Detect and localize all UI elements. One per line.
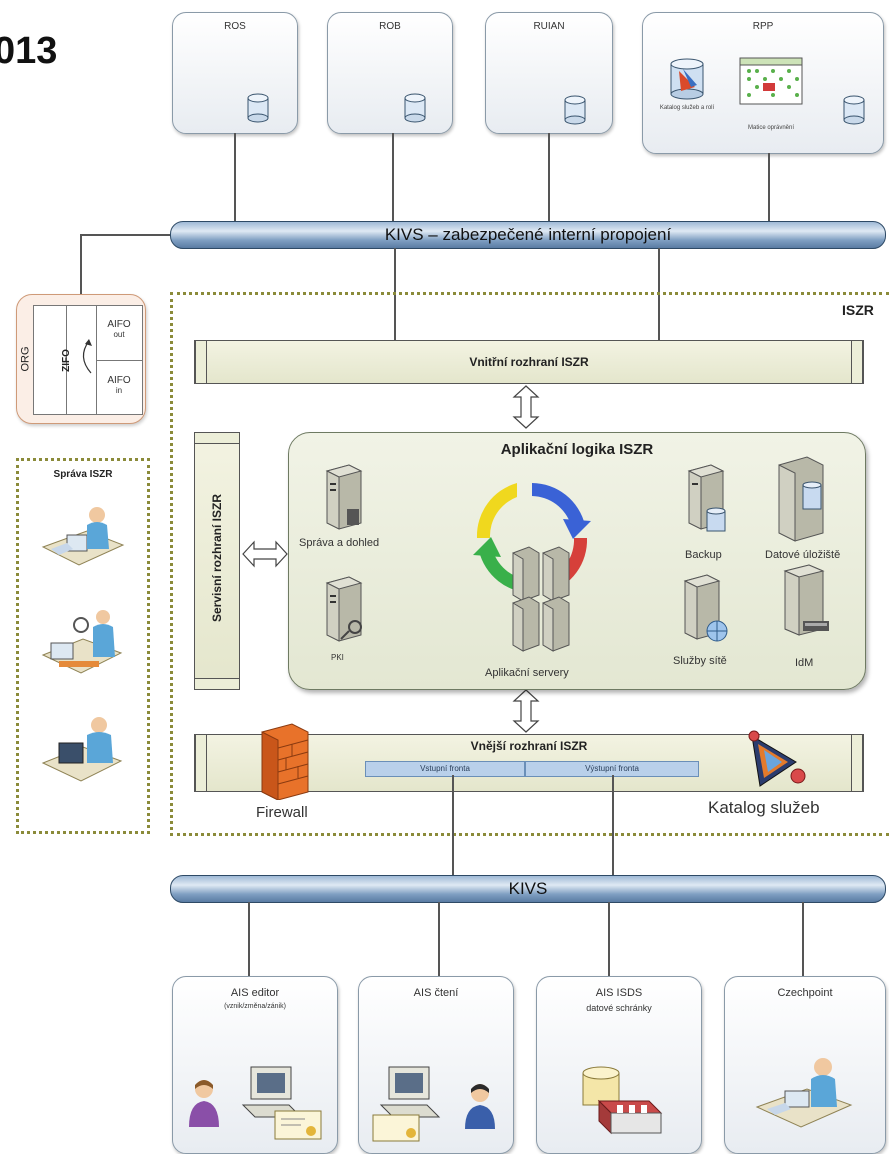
client-label-ais-isds: AIS ISDS — [595, 987, 643, 999]
database-icon — [843, 95, 865, 125]
aifo-out-line2: out — [113, 330, 125, 339]
org-inner — [33, 305, 143, 415]
connector-rob — [392, 133, 394, 222]
server-label-pki: PKI — [331, 653, 344, 662]
user-icon — [189, 1080, 219, 1127]
registry-ros-label: ROS — [224, 21, 246, 32]
client-ais-isds: AIS ISDS datové schránky — [536, 976, 702, 1154]
network-services-icon — [683, 574, 728, 642]
client-czechpoint: Czechpoint — [724, 976, 886, 1154]
queue-out-label: Výstupní fronta — [585, 764, 639, 773]
org-label: ORG — [19, 346, 32, 372]
pki-server-icon — [325, 576, 363, 642]
server-label-backup: Backup — [685, 549, 722, 561]
org-box: ORG ZIFO AIFO out AIFO in — [16, 294, 146, 424]
sprava-iszr-box: Správa ISZR — [16, 458, 150, 834]
horizontal-double-arrow-icon — [242, 540, 288, 568]
database-icon — [247, 93, 269, 123]
queue-in: Vstupní fronta — [365, 761, 525, 777]
catalog-database-icon — [670, 58, 704, 100]
application-servers-icon — [512, 546, 570, 652]
permission-matrix-icon — [739, 57, 803, 105]
client-label-ais-cteni: AIS čtení — [413, 987, 459, 999]
client-label-czechpoint: Czechpoint — [777, 987, 833, 999]
mailbox-database-icon — [582, 1066, 663, 1135]
connector-client-3 — [608, 902, 610, 976]
registry-rob-label: ROB — [379, 21, 401, 32]
firewall-icon — [261, 723, 309, 800]
workstation-certificate-icon — [372, 1066, 441, 1142]
analyst-workstation-icon — [41, 610, 123, 674]
client-ais-editor: AIS editor (vznik/změna/zánik) — [172, 976, 338, 1154]
registry-rob: ROB — [327, 12, 453, 134]
queue-in-label: Vstupní fronta — [420, 764, 470, 773]
rpp-matice-label: Matice oprávnění — [747, 125, 795, 131]
vnitrni-rozhrani-bar: Vnitřní rozhraní ISZR — [194, 340, 864, 384]
kivs-external-bus: KIVS — [170, 875, 886, 903]
client-sub-ais-editor: (vznik/změna/zánik) — [224, 1003, 286, 1010]
kivs-internal-bus: KIVS – zabezpečené interní propojení — [170, 221, 886, 249]
admin-workstation-icon — [41, 507, 125, 566]
sprava-iszr-title: Správa ISZR — [53, 469, 113, 480]
registry-ros: ROS — [172, 12, 298, 134]
connector-ros — [234, 133, 236, 222]
aifo-in-line2: in — [115, 386, 123, 395]
registry-ruian-label: RUIAN — [533, 21, 565, 32]
connector-vnejsi-kivs-1 — [452, 775, 454, 875]
connector-ruian — [548, 133, 550, 222]
idm-server-icon — [783, 564, 829, 636]
client-sub-ais-isds: datové schránky — [586, 1003, 652, 1013]
vertical-double-arrow-icon — [512, 385, 540, 429]
katalog-label: Katalog služeb — [708, 798, 820, 817]
registry-rpp: RPP Katalog služeb a rolí Matice oprávně… — [642, 12, 884, 154]
aifo-in-line1: AIFO — [107, 375, 131, 386]
aifo-in-label: AIFO in — [99, 375, 139, 395]
connector-org-v — [80, 234, 82, 294]
client-label-ais-editor: AIS editor — [230, 987, 280, 999]
server-label-monitoring: Správa a dohled — [299, 537, 380, 549]
user-icon — [465, 1084, 495, 1129]
registry-rpp-label: RPP — [752, 21, 774, 32]
client-ais-cteni: AIS čtení — [358, 976, 514, 1154]
iszr-label: ISZR — [842, 302, 874, 318]
backup-server-icon — [687, 464, 726, 532]
app-logic-title: Aplikační logika ISZR — [500, 441, 654, 458]
operator-workstation-icon — [41, 717, 123, 782]
workstation-certificate-icon — [241, 1066, 322, 1140]
connector-org-h — [80, 234, 170, 236]
connector-client-4 — [802, 902, 804, 976]
iszr-boundary — [170, 292, 889, 836]
office-workstation-icon — [755, 1058, 853, 1128]
servisni-rozhrani-bar: Servisní rozhraní ISZR — [194, 432, 240, 690]
server-label-network: Služby sítě — [673, 655, 727, 667]
app-logic-panel: Aplikační logika ISZR Správa a dohled PK… — [288, 432, 866, 690]
service-catalog-icon — [748, 730, 806, 787]
aifo-out-line1: AIFO — [107, 319, 131, 330]
server-label-application: Aplikační servery — [485, 667, 569, 679]
kivs-internal-bus-label: KIVS – zabezpečené interní propojení — [384, 225, 672, 244]
corner-text: 013 — [0, 30, 58, 72]
connector-vnejsi-kivs-2 — [612, 775, 614, 875]
vnejsi-rozhrani-label: Vnější rozhraní ISZR — [470, 739, 588, 753]
server-label-idm: IdM — [795, 657, 814, 669]
server-label-storage: Datové úložiště — [765, 549, 841, 561]
connector-client-1 — [248, 902, 250, 976]
database-icon — [404, 93, 426, 123]
zifo-label: ZIFO — [60, 349, 72, 372]
servisni-rozhrani-label: Servisní rozhraní ISZR — [210, 493, 224, 623]
database-icon — [564, 95, 586, 125]
connector-rpp — [768, 153, 770, 222]
curved-arrow-icon — [82, 339, 92, 374]
connector-client-2 — [438, 902, 440, 976]
registry-ruian: RUIAN — [485, 12, 613, 134]
vertical-double-arrow-icon — [512, 689, 540, 733]
firewall-label: Firewall — [256, 804, 308, 821]
kivs-external-bus-label: KIVS — [508, 879, 548, 898]
vnitrni-rozhrani-label: Vnitřní rozhraní ISZR — [469, 355, 589, 369]
data-storage-icon — [778, 456, 824, 542]
aifo-out-label: AIFO out — [99, 319, 139, 339]
monitoring-server-icon — [325, 464, 363, 530]
rpp-katalog-label: Katalog služeb a rolí — [659, 105, 715, 111]
